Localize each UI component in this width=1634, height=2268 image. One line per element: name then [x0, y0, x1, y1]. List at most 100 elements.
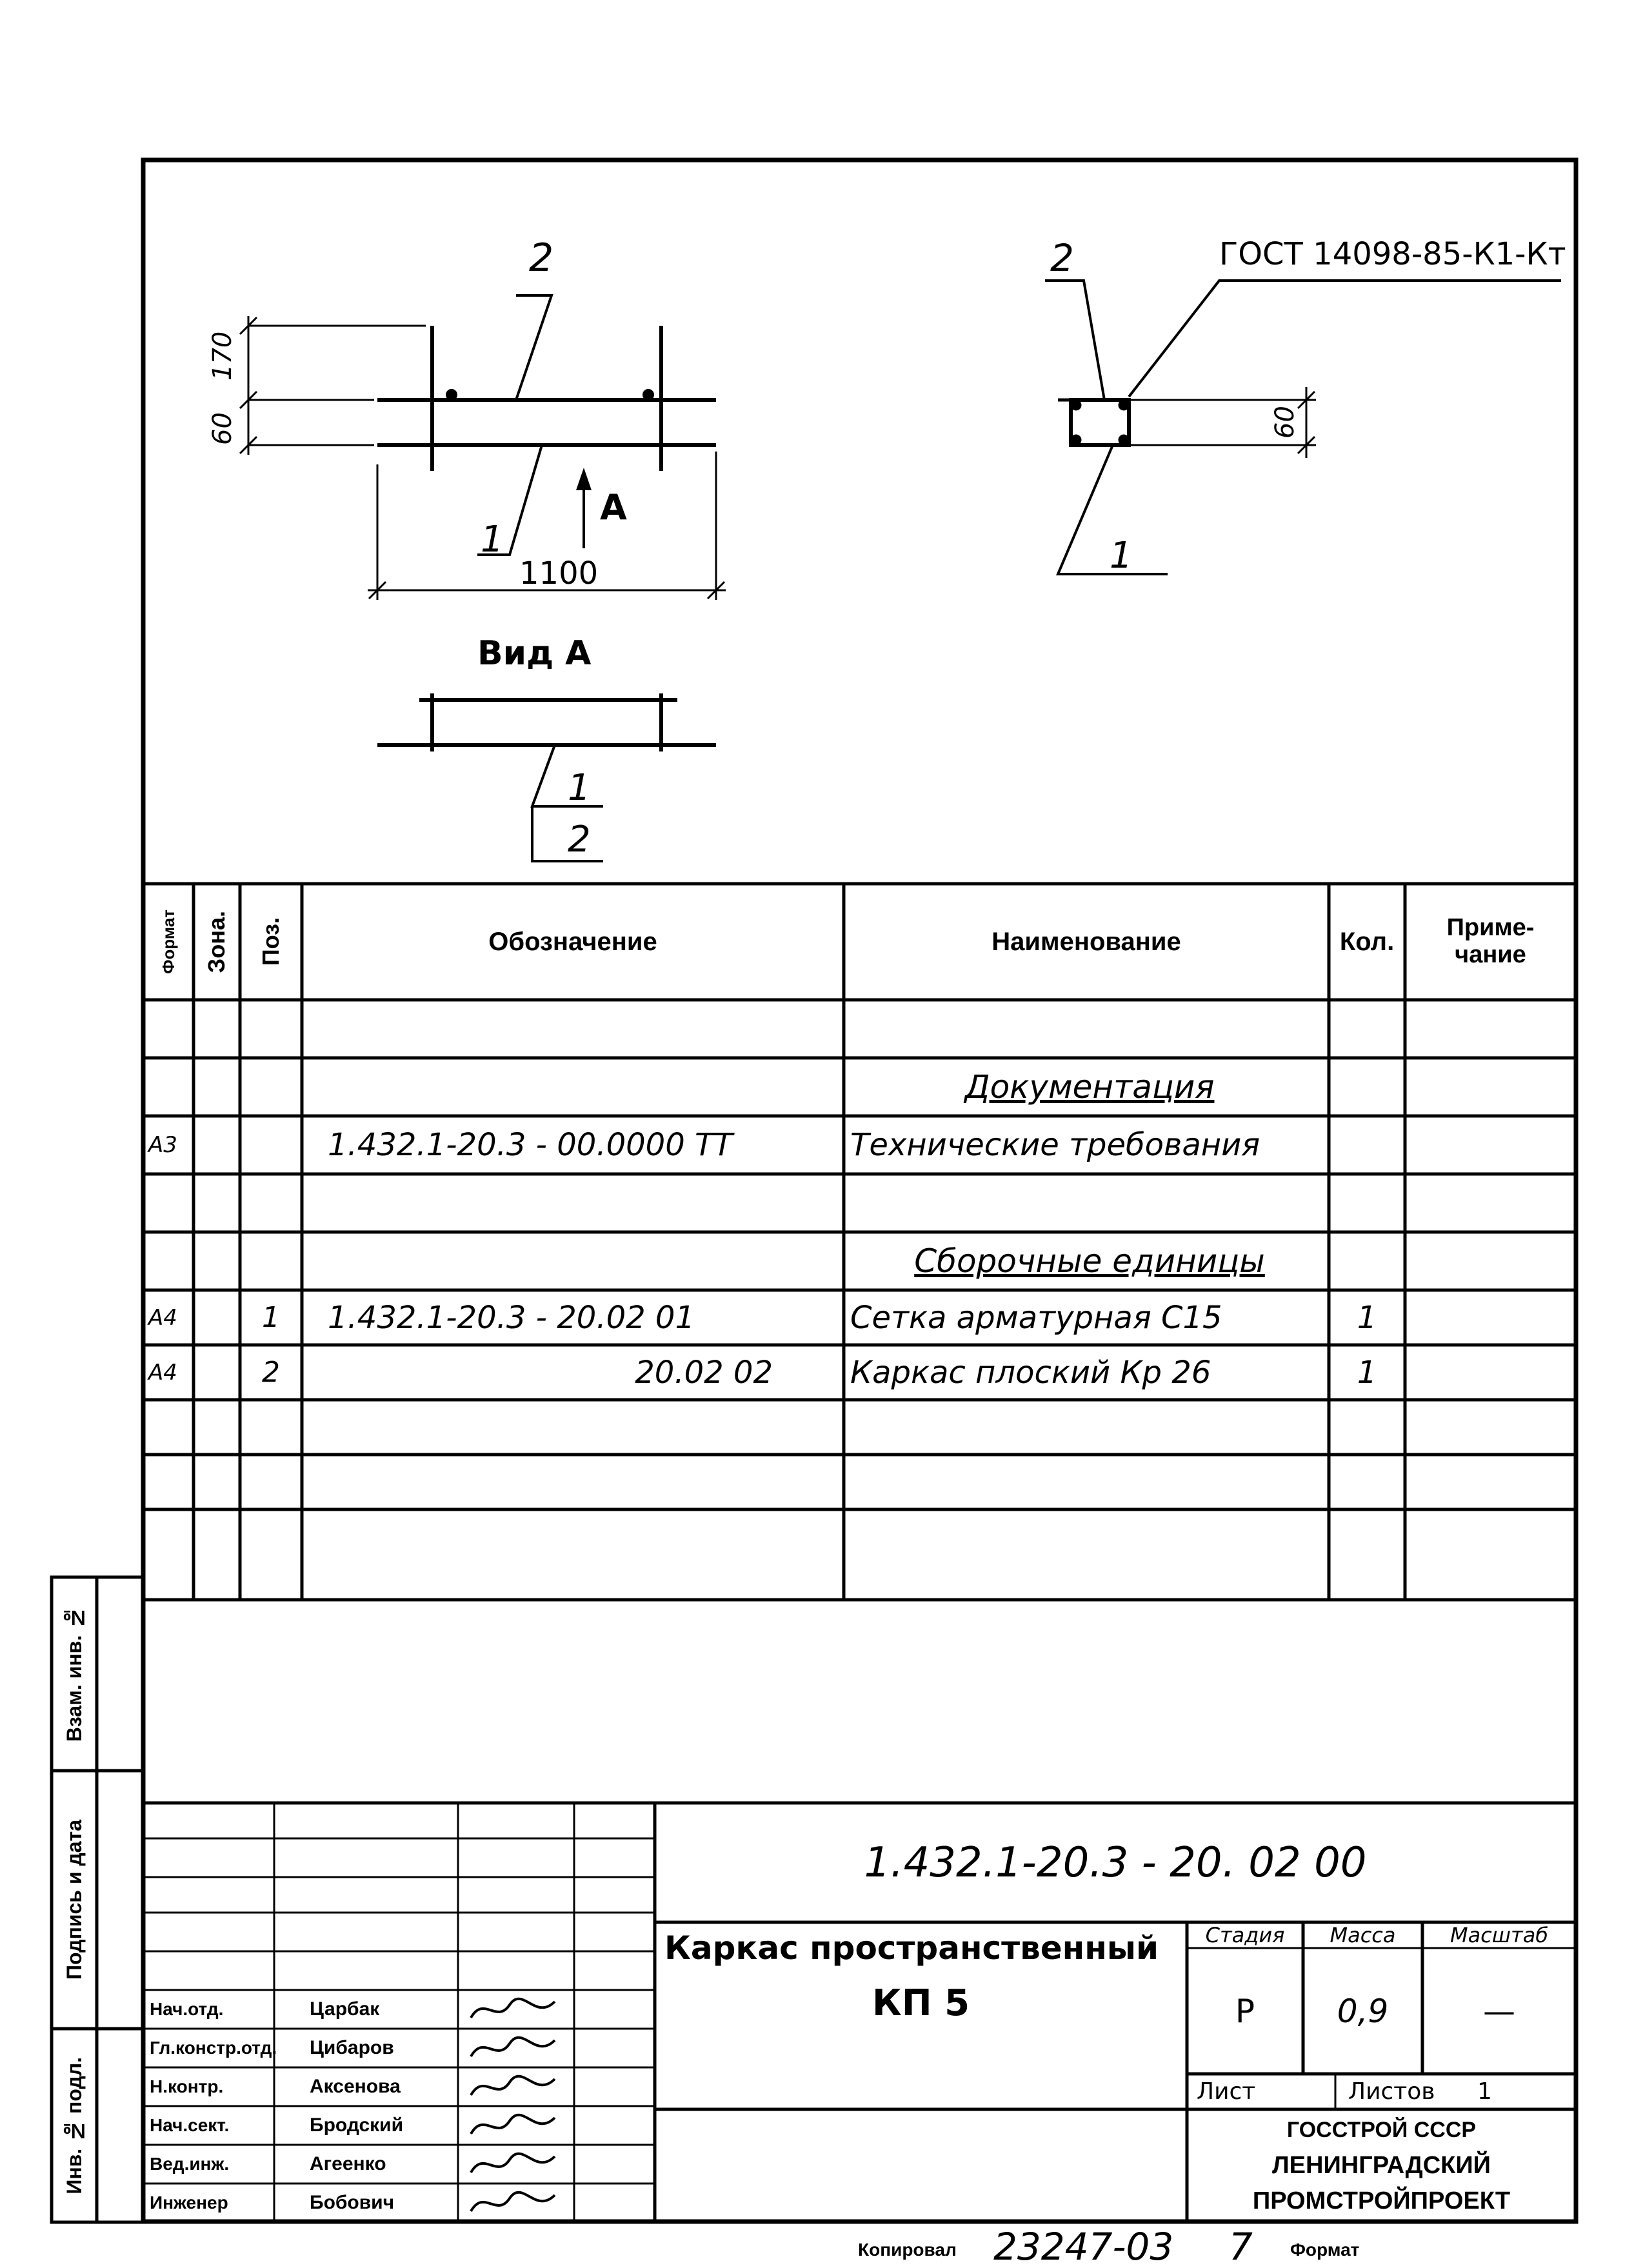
- spec-cell-zone: [194, 1174, 240, 1232]
- right-view: [1045, 279, 1561, 575]
- side-podpis-data: Подпись и дата: [62, 1820, 86, 1980]
- staff-name: Бродский: [310, 2114, 404, 2136]
- spec-cell-designation: 1.432.1-20.3 - 20.02 01: [328, 1299, 695, 1336]
- side-inv-podl: Инв. № подл.: [62, 2056, 86, 2194]
- staff-role: Вед.инж.: [150, 2154, 230, 2174]
- spec-cell-designation: [302, 1058, 844, 1116]
- spec-cell-format: [143, 1455, 194, 1509]
- spec-cell-name: [844, 1509, 1329, 1564]
- spec-cell-designation: [302, 1455, 844, 1509]
- spec-cell-qty: 1: [1357, 1299, 1377, 1336]
- staff-name: Бобович: [310, 2192, 395, 2213]
- spec-cell-pos: [240, 1116, 302, 1174]
- spec-cell-designation: [302, 1174, 844, 1232]
- staff-signature: [464, 2106, 571, 2145]
- spec-cell-format: А4: [148, 1304, 177, 1331]
- staff-role: Инженер: [150, 2193, 228, 2213]
- spec-cell-note: [1405, 1345, 1576, 1400]
- staff-name: Цибаров: [310, 2037, 394, 2058]
- spec-cell-name: Сборочные единицы: [914, 1242, 1265, 1280]
- copy-number: 23247-03: [993, 2225, 1174, 2268]
- spec-cell-name: [844, 1174, 1329, 1232]
- staff-signature: [464, 1990, 571, 2029]
- doc-number: 1.432.1-20.3 - 20. 02 00: [864, 1838, 1367, 1887]
- view-a-label-1: 1: [568, 767, 591, 809]
- spec-cell-name: [844, 1000, 1329, 1058]
- spec-cell-note: [1405, 1116, 1576, 1174]
- spec-cell-note: [1405, 1232, 1576, 1290]
- org-line2: ЛЕНИНГРАДСКИЙ: [1272, 2152, 1491, 2179]
- spec-cell-zone: [194, 1509, 240, 1564]
- mass-value: 0,9: [1337, 1992, 1389, 2030]
- spec-cell-pos: [240, 1232, 302, 1290]
- header-name: Наименование: [991, 927, 1181, 956]
- spec-cell-format: [143, 1400, 194, 1455]
- dim-1100-label: 1100: [519, 555, 598, 592]
- spec-cell-name: [844, 1455, 1329, 1509]
- staff-signature: [464, 2145, 571, 2183]
- spec-cell-zone: [194, 1290, 240, 1345]
- spec-cell-pos: 1: [262, 1301, 280, 1334]
- org-line1: ГОССТРОЙ СССР: [1286, 2118, 1477, 2142]
- staff-name: Аксенова: [310, 2076, 401, 2097]
- sheet-frame: [141, 157, 1579, 2224]
- spec-cell-zone: [194, 1058, 240, 1116]
- spec-cell-pos: [240, 1455, 302, 1509]
- org-line3: ПРОМСТРОЙПРОЕКТ: [1252, 2187, 1511, 2214]
- spec-cell-name: Каркас плоский Кр 26: [850, 1354, 1211, 1391]
- view-a-title: Вид А: [477, 634, 591, 673]
- staff-role: Гл.констр.отд.: [150, 2038, 277, 2058]
- scale-value: —: [1483, 1992, 1515, 2030]
- staff-name: Агеенко: [310, 2153, 386, 2174]
- right-dim-60-label: 60: [1270, 406, 1300, 439]
- mass-label: Масса: [1330, 1923, 1396, 1947]
- spec-cell-qty: [1329, 1058, 1405, 1116]
- spec-cell-qty: [1329, 1455, 1405, 1509]
- spec-cell-zone: [194, 1232, 240, 1290]
- arrow-a-label: A: [600, 487, 627, 528]
- left-view: [239, 294, 726, 600]
- spec-cell-qty: [1329, 1509, 1405, 1564]
- sheets-label: Листов: [1348, 2078, 1435, 2105]
- spec-cell-name: Технические требования: [850, 1127, 1260, 1163]
- stage-value: Р: [1235, 1992, 1255, 2030]
- scale-label: Масштаб: [1450, 1923, 1549, 1947]
- view-a-label-2: 2: [568, 819, 591, 860]
- sheet-label: Лист: [1197, 2078, 1256, 2105]
- header-note: Приме- чание: [1446, 914, 1535, 968]
- spec-cell-format: [143, 1000, 194, 1058]
- spec-cell-note: [1405, 1400, 1576, 1455]
- staff-signature: [464, 2183, 571, 2222]
- spec-cell-note: [1405, 1058, 1576, 1116]
- spec-cell-zone: [194, 1345, 240, 1400]
- header-qty: Кол.: [1339, 927, 1395, 956]
- spec-cell-qty: [1329, 1400, 1405, 1455]
- header-designation: Обозначение: [488, 927, 657, 956]
- spec-cell-format: [143, 1232, 194, 1290]
- gost-label: ГОСТ 14098-85-К1-Кт: [1219, 236, 1566, 272]
- spec-cell-note: [1405, 1509, 1576, 1564]
- doc-title-line1: Каркас пространственный: [664, 1929, 1159, 1967]
- title-block-grid: [143, 1801, 1576, 2222]
- spec-cell-note: [1405, 1000, 1576, 1058]
- spec-cell-designation: 1.432.1-20.3 - 00.0000 ТТ: [328, 1127, 733, 1163]
- spec-cell-qty: [1329, 1232, 1405, 1290]
- spec-cell-qty: [1329, 1116, 1405, 1174]
- dim-60-label: 60: [208, 412, 237, 445]
- spec-cell-format: А4: [148, 1359, 177, 1386]
- copy-sheet-no: 7: [1229, 2225, 1253, 2268]
- spec-table-grid: [143, 882, 1576, 1602]
- header-zone: Зона.: [203, 910, 230, 973]
- spec-cell-zone: [194, 1400, 240, 1455]
- spec-cell-note: [1405, 1455, 1576, 1509]
- staff-signature: [464, 2067, 571, 2106]
- spec-cell-designation: [302, 1509, 844, 1564]
- side-vzam-inv: Взам. инв. №: [62, 1606, 86, 1742]
- spec-cell-name: Сетка арматурная С15: [850, 1299, 1222, 1336]
- spec-cell-format: А3: [148, 1132, 177, 1158]
- staff-name: Царбак: [310, 1998, 380, 2020]
- doc-title-line2: КП 5: [872, 1982, 970, 2024]
- spec-cell-format: [143, 1509, 194, 1564]
- staff-role: Нач.сект.: [150, 2115, 230, 2135]
